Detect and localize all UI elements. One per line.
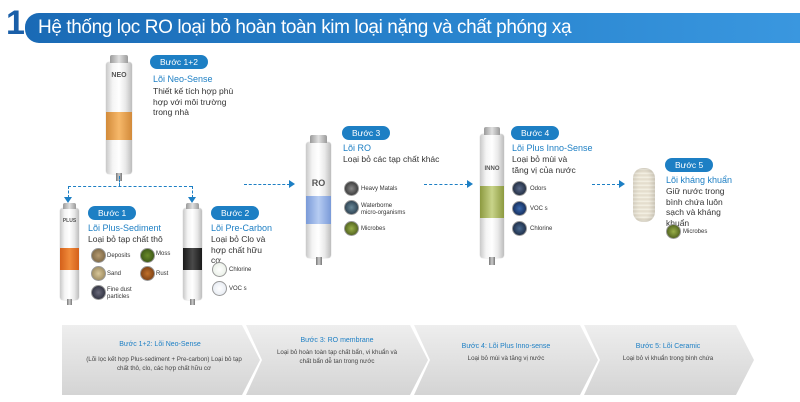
ro-cartridge-label: RO bbox=[311, 178, 326, 188]
stage-name-2: Lõi Pre-Carbon bbox=[211, 223, 273, 233]
item-waterborne: Waterborne micro-organisms bbox=[361, 203, 406, 216]
item-chlorine-2: Chlorine bbox=[229, 267, 252, 273]
split-line-center bbox=[119, 176, 120, 186]
stage-desc-1: Loại bỏ tạp chất thô bbox=[88, 234, 163, 244]
item-chlorine-4: Chlorine bbox=[530, 226, 553, 232]
bottom-title-3: Bước 3: RO membrane bbox=[300, 337, 374, 344]
page-title: Hệ thống lọc RO loại bỏ hoàn toàn kim lo… bbox=[38, 17, 572, 38]
stage-desc-3: Loại bỏ các tạp chất khác bbox=[343, 154, 440, 164]
item-heavy-metals: Heavy Matals bbox=[361, 186, 398, 192]
microbes-icon bbox=[666, 224, 681, 239]
neo-cartridge-label: NEO bbox=[111, 72, 127, 79]
stage-name-1-2: Lõi Neo-Sense bbox=[153, 74, 213, 84]
moss-icon bbox=[140, 248, 155, 263]
ro-cartridge-image: RO bbox=[306, 135, 331, 265]
item-voc-4: VOC s bbox=[530, 206, 548, 212]
rust-icon bbox=[140, 266, 155, 281]
item-deposits: Deposits bbox=[107, 253, 131, 259]
chlorine-icon bbox=[512, 221, 527, 236]
title-bar bbox=[25, 13, 800, 43]
stage-desc-5: Giữ nước trong bình chứa luôn sạch và kh… bbox=[666, 186, 725, 228]
bottom-title-5: Bước 5: Lõi Ceramic bbox=[635, 343, 701, 350]
pre-carbon-cartridge-image bbox=[183, 203, 202, 305]
fine-dust-icon bbox=[91, 285, 106, 300]
stage-name-5: Lõi kháng khuẩn bbox=[666, 175, 733, 185]
voc-icon bbox=[212, 281, 227, 296]
stage-badge-1-2: Bước 1+2 bbox=[150, 55, 208, 69]
bottom-desc-3: Loại bỏ hoàn toàn tạp chất bẩn, vi khuẩn… bbox=[276, 349, 398, 365]
bottom-desc-4: Loại bỏ mùi và tăng vị nước bbox=[467, 355, 545, 362]
stage-badge-2: Bước 2 bbox=[211, 206, 260, 220]
bottom-desc-5: Loại bỏ vi khuẩn trong bình chứa bbox=[622, 355, 714, 362]
neo-sense-cartridge-image: NEO bbox=[106, 55, 132, 181]
stage-badge-3: Bước 3 bbox=[342, 126, 391, 140]
item-rust: Rust bbox=[156, 271, 169, 277]
item-voc-2: VOC s bbox=[229, 286, 247, 292]
stage-name-3: Lõi RO bbox=[343, 143, 372, 153]
chevron-step-3 bbox=[246, 325, 428, 395]
sed-cartridge-label: PLUS bbox=[62, 218, 77, 224]
stage-badge-1: Bước 1 bbox=[88, 206, 137, 220]
stage-name-1: Lõi Plus-Sediment bbox=[88, 223, 162, 233]
sand-icon bbox=[91, 266, 106, 281]
deposits-icon bbox=[91, 248, 106, 263]
bottom-title-1-2: Bước 1+2: Lõi Neo-Sense bbox=[119, 341, 201, 348]
stage-badge-5: Bước 5 bbox=[665, 158, 714, 172]
arrow-down-left-icon bbox=[64, 197, 72, 203]
voc-icon bbox=[512, 201, 527, 216]
stage-name-4: Lõi Plus Inno-Sense bbox=[512, 143, 593, 153]
chlorine-icon bbox=[212, 262, 227, 277]
plus-sediment-cartridge-image: PLUS bbox=[60, 203, 79, 305]
item-odors: Odors bbox=[530, 186, 547, 192]
chevron-step-5 bbox=[584, 325, 754, 395]
item-microbes-3: Microbes bbox=[361, 226, 386, 232]
flow-arrow-line-2-3 bbox=[244, 184, 290, 185]
stage-desc-4: Loại bỏ mùi và tăng vị của nước bbox=[512, 154, 576, 175]
bottom-desc-1-2: (Lõi lọc kết hợp Plus-sediment + Pre-car… bbox=[86, 356, 242, 372]
item-microbes-5: Microbes bbox=[683, 229, 708, 235]
stage-badge-4: Bước 4 bbox=[511, 126, 560, 140]
arrow-right-icon bbox=[467, 180, 473, 188]
chevron-step-4 bbox=[414, 325, 598, 395]
chevron-step-1-2 bbox=[62, 325, 260, 395]
arrow-right-icon bbox=[289, 180, 295, 188]
ceramic-filter-image bbox=[633, 168, 655, 222]
odors-icon bbox=[512, 181, 527, 196]
flow-arrow-line-4-5 bbox=[592, 184, 620, 185]
arrow-right-icon bbox=[619, 180, 625, 188]
split-line-right bbox=[192, 186, 193, 198]
split-line-left bbox=[68, 186, 69, 198]
bottom-title-4: Bước 4: Lõi Plus Inno-sense bbox=[461, 343, 551, 350]
microbes-icon bbox=[344, 221, 359, 236]
stage-desc-1-2: Thiết kế tích hợp phù hợp với môi trường… bbox=[153, 86, 234, 117]
heavy-metals-icon bbox=[344, 181, 359, 196]
item-fine-dust: Fine dust particles bbox=[107, 287, 132, 300]
item-moss: Moss bbox=[156, 251, 171, 257]
inno-cartridge-label: INNO bbox=[484, 166, 500, 172]
arrow-down-right-icon bbox=[188, 197, 196, 203]
waterborne-icon bbox=[344, 200, 359, 215]
split-line-horizontal bbox=[68, 186, 192, 187]
stage-desc-2: Loại bỏ Clo và hợp chất hữu cơ bbox=[211, 234, 266, 265]
item-sand: Sand bbox=[107, 271, 122, 277]
step-number: 1 bbox=[6, 4, 25, 42]
inno-sense-cartridge-image: INNO bbox=[480, 127, 504, 265]
flow-arrow-line-3-4 bbox=[424, 184, 468, 185]
